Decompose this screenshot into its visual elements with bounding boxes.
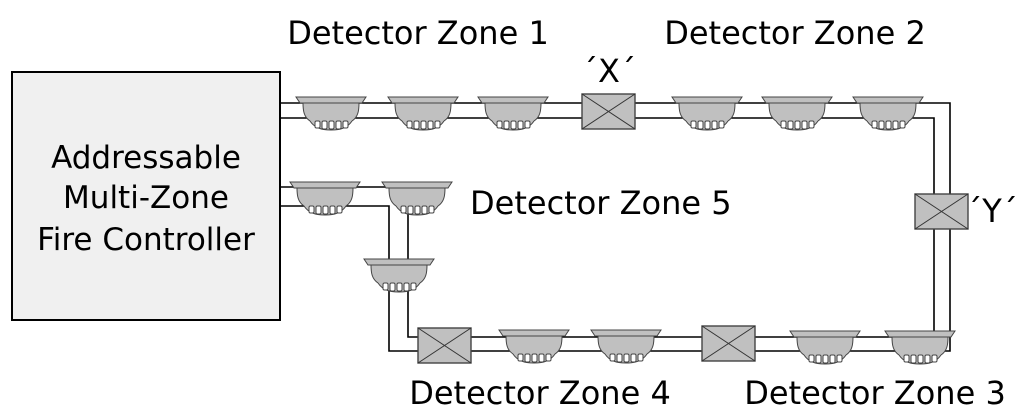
zone1-detectors [295,96,549,131]
controller-line-2: Multi-Zone [63,180,229,216]
fire-controller: Addressable Multi-Zone Fire Controller [11,71,281,321]
controller-line-1: Addressable [51,140,241,176]
zone1-label: Detector Zone 1 [287,14,549,52]
zone3-detectors [789,330,956,365]
smoke-detector-icon [852,96,924,131]
junction-x-label: ´X´ [582,52,636,90]
junction-box-icon [701,325,756,362]
junction-y-label: ´Y´ [966,192,1018,230]
smoke-detector-icon [671,96,743,131]
controller-line-3: Fire Controller [37,222,255,258]
junction-box-y-icon [914,193,969,230]
zone4-detectors [498,329,662,364]
zone3-label: Detector Zone 3 [744,374,1006,412]
zone5-label: Detector Zone 5 [470,184,732,222]
smoke-detector-icon [295,96,367,131]
smoke-detector-icon [590,329,662,364]
smoke-detector-icon [289,181,361,216]
smoke-detector-icon [761,96,833,131]
smoke-detector-icon [387,96,459,131]
smoke-detector-icon [884,330,956,365]
zone2-detectors [671,96,924,131]
smoke-detector-icon [477,96,549,131]
smoke-detector-icon [363,258,435,293]
smoke-detector-icon [381,181,453,216]
wiring [280,102,951,352]
smoke-detector-icon [789,330,861,365]
smoke-detector-icon [498,329,570,364]
zone2-label: Detector Zone 2 [664,14,926,52]
zone4-label: Detector Zone 4 [409,374,671,412]
zone5-detectors [289,181,453,293]
junction-box-icon [417,327,472,364]
junction-box-x-icon [581,93,636,130]
